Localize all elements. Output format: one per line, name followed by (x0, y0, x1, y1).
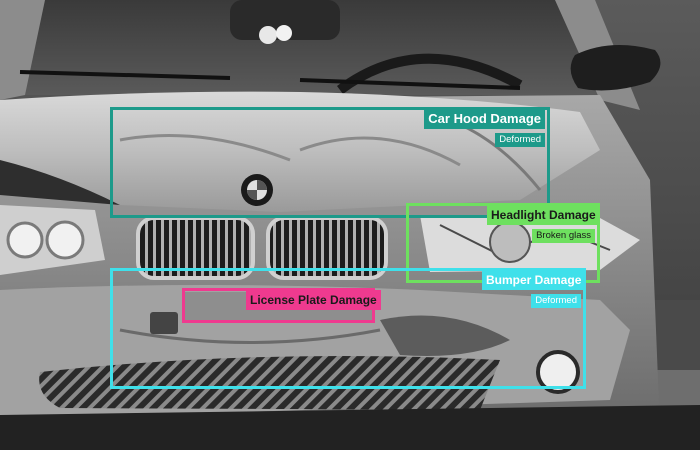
hood-damage-tag: Car Hood Damage Deformed (417, 108, 550, 150)
license-plate-damage-tag: License Plate Damage (240, 289, 381, 313)
wiper-right (299, 78, 521, 90)
bumper-crease (119, 328, 381, 344)
bumper-sensor (150, 312, 178, 334)
license-plate-damage-label: License Plate Damage (246, 290, 381, 310)
side-mirror (570, 45, 661, 91)
bumper-damage-tag: Bumper Damage Deformed (476, 269, 586, 311)
hood-crease-1 (119, 134, 291, 162)
kidney-grille-left (136, 216, 255, 280)
bumper-damage-box[interactable] (110, 268, 586, 389)
rear-view-charm-2 (276, 25, 292, 41)
windshield (20, 0, 600, 95)
rear-view-charm (259, 26, 277, 44)
hood-shadow (0, 160, 120, 205)
left-headlight-lens-2 (45, 220, 85, 260)
hood-damage-box[interactable] (110, 107, 550, 218)
hood-damage-label: Car Hood Damage (424, 109, 545, 129)
headlight-damage-label: Headlight Damage (487, 205, 600, 225)
a-pillar-left (0, 0, 45, 100)
headlight-damage-tag: Headlight Damage Broken glass (481, 204, 600, 246)
wiper-left (19, 70, 231, 80)
left-headlight-lens-1 (6, 221, 44, 259)
hood-damage-detail: Deformed (495, 133, 545, 147)
brand-emblem-quarter (257, 180, 267, 190)
chassis-shadow (0, 405, 700, 450)
fog-light (536, 350, 580, 394)
hood-crease-2 (299, 136, 461, 167)
bumper-damage-label: Bumper Damage (482, 270, 586, 290)
bumper-damage-detail: Deformed (531, 294, 581, 308)
brand-emblem-quarter-2 (247, 190, 257, 200)
bumper-dent (380, 315, 510, 356)
headlight-damage-detail: Broken glass (532, 229, 595, 243)
steering-wheel (337, 53, 523, 95)
seat-headrest (230, 0, 340, 40)
kidney-grille-right (266, 216, 388, 280)
lower-grille (39, 356, 501, 410)
